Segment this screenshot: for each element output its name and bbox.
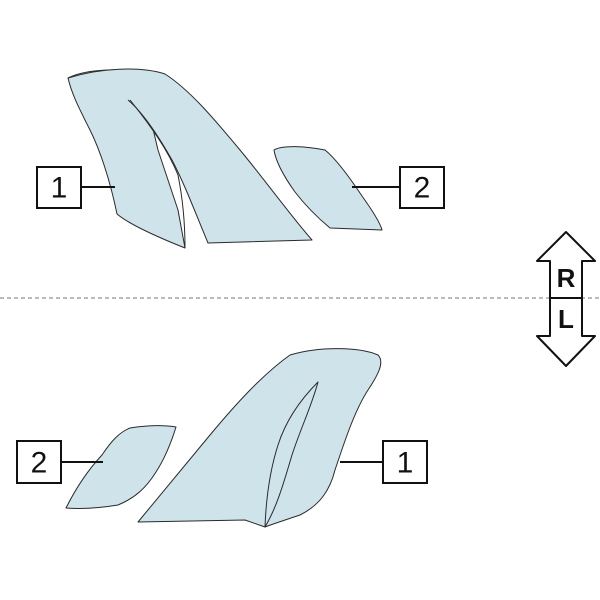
side-label-lower: L (558, 304, 574, 334)
top-callout-box-1 (36, 166, 82, 209)
bottom-panel-1-inner (264, 381, 319, 528)
side-label-upper: R (557, 263, 576, 293)
bottom-callout-box-2 (16, 440, 62, 484)
side-indicator: R L (536, 231, 596, 367)
top-callout-label-2: 2 (414, 172, 431, 205)
top-panel-1-seam (129, 99, 186, 249)
right-side-group: 1 2 (36, 68, 445, 249)
bottom-callout-label-1: 1 (397, 447, 414, 480)
bottom-panel-2 (65, 425, 177, 509)
bottom-callout-label-2: 2 (31, 447, 48, 480)
top-panel-1-main (67, 68, 313, 244)
top-callout-label-1: 1 (51, 172, 68, 205)
top-callout-box-2 (399, 166, 445, 209)
bottom-panel-1-main (137, 348, 382, 528)
top-panel-2 (273, 146, 383, 231)
bottom-callout-box-1 (382, 440, 428, 484)
left-side-group: 2 1 (16, 348, 428, 528)
